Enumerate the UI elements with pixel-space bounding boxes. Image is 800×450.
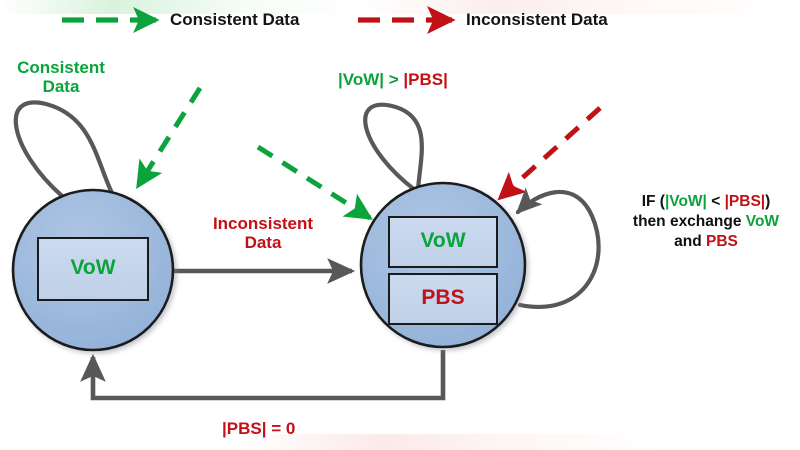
- label-right-selfloop-pbs: |PBS|: [403, 70, 448, 89]
- label-right-selfloop-vow: |VoW|: [338, 70, 385, 89]
- condition-if-keyword: IF (: [641, 193, 665, 210]
- left-node-label-vow: VoW: [70, 256, 116, 279]
- condition-close-paren: ): [765, 193, 771, 210]
- left-node-box-vow: [37, 237, 149, 301]
- condition-then-clause: then exchange: [632, 212, 746, 230]
- right-node-box-vow: [388, 216, 498, 268]
- transition-right-to-left-edge: [80, 350, 446, 401]
- condition-vow-term: |VoW|: [664, 193, 707, 210]
- left-selfloop-edge: [13, 100, 115, 220]
- label-left-selfloop-line1: Consistent: [17, 58, 105, 77]
- condition-operator: <: [706, 193, 725, 210]
- node-right-state[interactable]: [359, 181, 527, 349]
- legend-label-inconsistent: Inconsistent Data: [466, 10, 608, 29]
- condition-exchange-vow: VoW: [745, 212, 780, 230]
- node-left-state[interactable]: [11, 188, 175, 352]
- label-right-selfloop: |VoW| > |PBS|: [338, 70, 448, 89]
- condition-exchange-pbs: PBS: [706, 232, 738, 250]
- red-dashed-arrow-to-right-node: [497, 106, 602, 201]
- label-transition-middle: Inconsistent Data: [200, 214, 326, 252]
- label-transition-bottom: |PBS| = 0: [222, 419, 296, 438]
- condition-pbs-term: |PBS|: [724, 193, 766, 210]
- condition-line-2: then exchange VoW: [614, 212, 798, 232]
- label-left-selfloop-line2: Data: [42, 77, 80, 97]
- condition-line-1: IF (|VoW| < |PBS|): [614, 192, 798, 212]
- condition-and-keyword: and: [674, 232, 706, 250]
- condition-line-3: and PBS: [614, 232, 798, 252]
- right-node-label-pbs: PBS: [421, 286, 465, 309]
- green-dashed-arrow-to-left-node: [135, 86, 203, 189]
- label-left-selfloop: Consistent Data: [6, 58, 116, 96]
- right-node-label-vow: VoW: [420, 229, 466, 252]
- label-transition-middle-line1: Inconsistent: [212, 214, 314, 233]
- green-dashed-arrow-to-right-node: [256, 144, 373, 221]
- right-node-box-pbs: [388, 273, 498, 325]
- label-transition-middle-line2: Data: [244, 233, 282, 253]
- label-right-selfloop-operator: >: [384, 70, 404, 89]
- label-exchange-condition: IF (|VoW| < |PBS|) then exchange VoW and…: [614, 192, 798, 251]
- legend-label-consistent: Consistent Data: [170, 10, 300, 29]
- right-top-selfloop-edge: [363, 102, 441, 214]
- right-side-selfloop-edge: [515, 187, 601, 309]
